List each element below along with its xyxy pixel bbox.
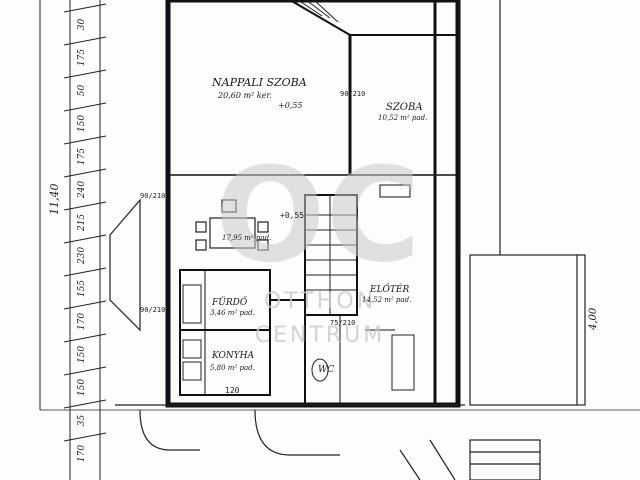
dimension-tick-12 — [63, 399, 107, 409]
dimension-tick-7 — [63, 234, 107, 244]
door-label-3: 90/210 — [140, 306, 165, 314]
dimension-tick-6 — [63, 201, 107, 211]
bath-area: 3,46 m² pad. — [210, 309, 255, 317]
kitchen-area: 5,80 m² pad. — [210, 364, 255, 372]
vertical-dimension-10: 150 — [77, 346, 87, 363]
dimension-lines — [39, 0, 107, 480]
dimension-tick-3 — [63, 102, 107, 112]
otthon-centrum-watermark: OC OTTHON CENTRUM — [215, 139, 421, 348]
fixtures — [182, 284, 415, 391]
room-name: SZOBA — [386, 102, 423, 113]
vertical-dimension-11: 150 — [77, 379, 87, 396]
wc-name: WC — [318, 365, 334, 375]
stair-elevation: +0,55 — [280, 211, 304, 220]
living-room-area: 20,60 m² ker. — [217, 91, 272, 100]
vertical-dimension-13: 170 — [77, 445, 87, 462]
vertical-dimension-1: 175 — [77, 49, 87, 66]
walls — [165, 0, 461, 408]
door-label-2: 90/210 — [140, 192, 165, 200]
vertical-dimension-7: 230 — [77, 247, 87, 265]
outer-features — [40, 0, 640, 480]
dimension-tick-2 — [63, 69, 107, 79]
door-label-1: 90/210 — [340, 90, 365, 98]
watermark-line2: CENTRUM — [255, 323, 386, 348]
watermark-monogram: OC — [215, 139, 421, 291]
dimension-tick-9 — [63, 300, 107, 310]
bottom-dimension-label: 120 — [225, 386, 240, 395]
dining-area: 17,95 m² pad. — [222, 234, 271, 242]
door-label-4: 75/210 — [330, 319, 355, 327]
bath-name: FÜRDŐ — [211, 295, 248, 308]
vertical-dimension-0: 30 — [77, 19, 87, 31]
vertical-dimension-8: 155 — [77, 280, 87, 297]
room-area: 10,52 m² pad. — [378, 114, 427, 122]
vertical-dimension-labels: 30 175 50 150 175 240 215 230 155 170 150 150 35 170 — [77, 19, 87, 463]
dining-table — [195, 199, 269, 251]
vertical-dimension-6: 215 — [77, 214, 87, 232]
vertical-dimension-2: 50 — [77, 85, 87, 97]
dimension-tick-8 — [63, 267, 107, 277]
watermark-line1: OTTHON — [264, 289, 376, 314]
vertical-dimension-12: 35 — [77, 415, 87, 427]
right-dimension-label: 4,00 — [588, 307, 599, 331]
kitchen-name: KONYHA — [211, 351, 255, 361]
hall-area: 14,52 m² pad. — [362, 296, 411, 304]
dimension-tick-13 — [63, 432, 107, 442]
dimension-tick-11 — [63, 366, 107, 376]
vertical-dimension-5: 240 — [77, 181, 87, 199]
dimension-tick-10 — [63, 333, 107, 343]
dimension-tick-1 — [63, 36, 107, 46]
vertical-dimension-9: 170 — [77, 313, 87, 330]
living-room-elevation: +0,55 — [278, 101, 303, 110]
dimension-tick-0 — [63, 3, 107, 13]
hall-name: ELŐTÉR — [369, 282, 409, 295]
overall-height-label: 11,40 — [48, 184, 61, 216]
vertical-dimension-3: 150 — [77, 115, 87, 132]
dimension-tick-4 — [63, 135, 107, 145]
living-room-name: NAPPALI SZOBA — [211, 76, 307, 89]
dimension-tick-5 — [63, 168, 107, 178]
stair-steps — [297, 0, 357, 315]
vertical-dimension-4: 175 — [77, 148, 87, 165]
